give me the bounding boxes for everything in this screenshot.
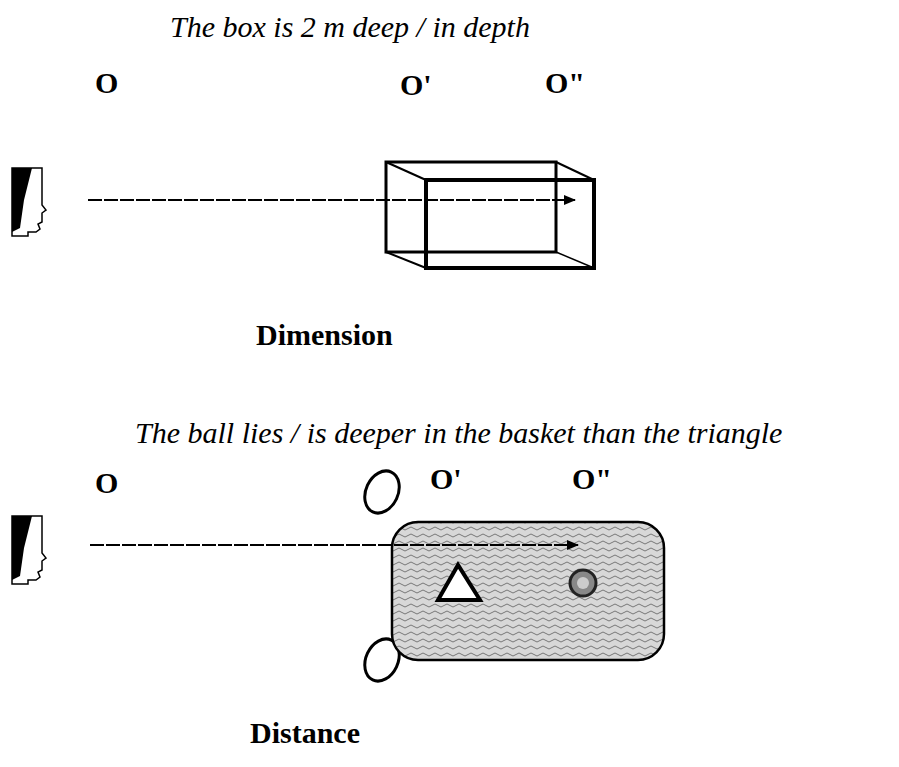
basket-figure [358,465,664,686]
point-label: O" [572,462,612,495]
point-label: O' [400,68,432,101]
section-heading: Dimension [256,318,393,351]
section-heading: Distance [250,716,360,749]
view-arrow [88,199,575,201]
point-label: O [95,466,118,499]
view-arrow [90,544,578,546]
viewer-face [12,516,46,584]
point-label: O" [545,66,585,99]
caption-sentence: The ball lies / is deeper in the basket … [135,416,782,449]
point-label: O' [430,462,462,495]
box-figure [386,162,594,268]
viewer-face [12,168,46,236]
point-label: O [95,66,118,99]
caption-sentence: The box is 2 m deep / in depth [170,10,530,43]
